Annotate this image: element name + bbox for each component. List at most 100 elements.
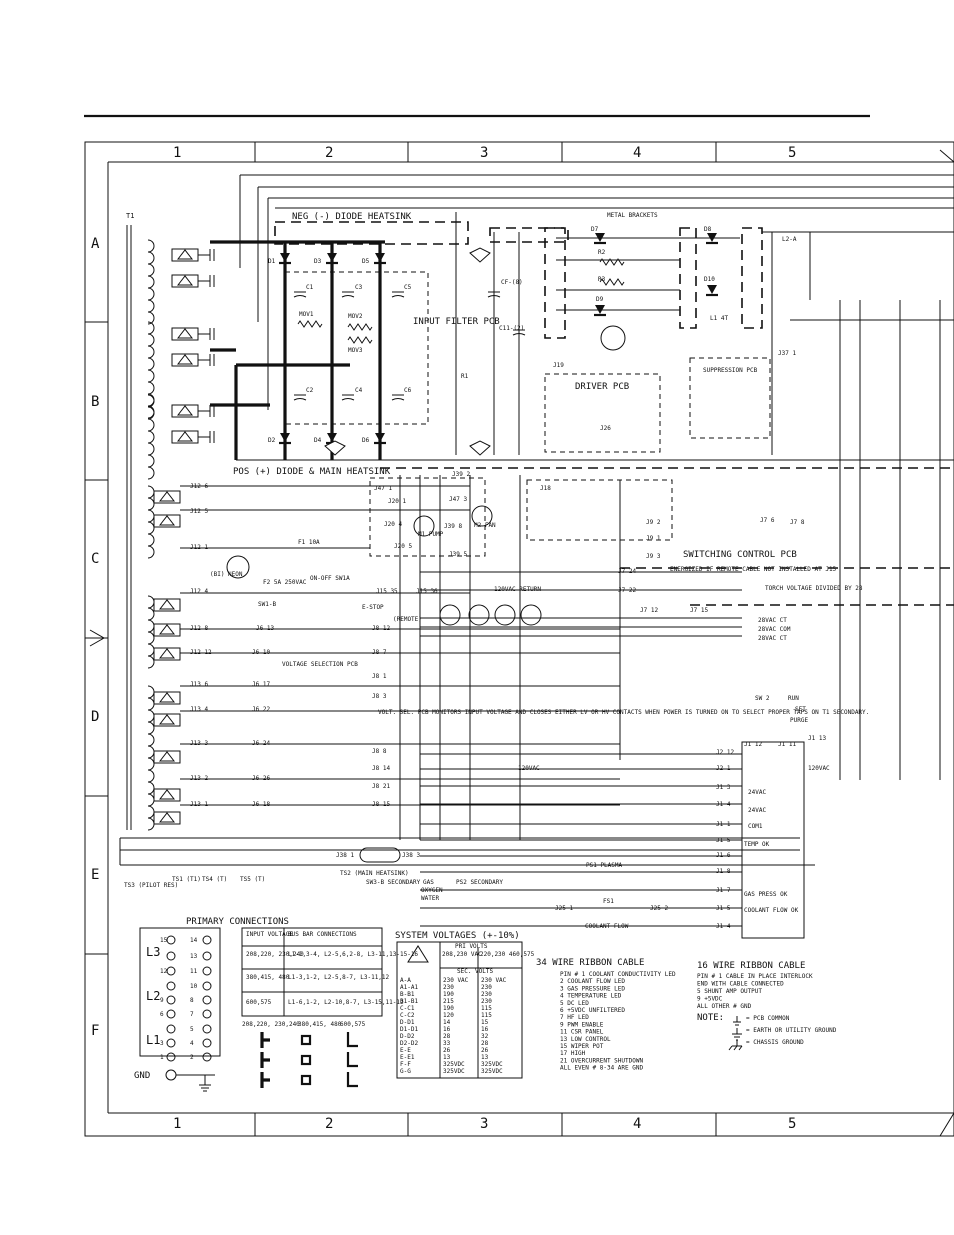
j13-3-label: J13 3 (190, 740, 208, 747)
sysv-cell: F-F (400, 1061, 411, 1068)
j12-5-label: J12 5 (190, 508, 208, 515)
tap-triangle-icon (176, 249, 194, 260)
sysv-cell: 13 (481, 1054, 489, 1061)
tap-triangle-icon (176, 354, 194, 365)
primary-title: PRIMARY CONNECTIONS (186, 917, 289, 927)
terminal-icon (166, 951, 176, 961)
j1-3-label: J1 3 (716, 784, 731, 791)
drawing-frame (84, 141, 954, 1137)
resistor-icon (599, 278, 625, 286)
j9-2-label: J9 2 (646, 519, 661, 526)
cm-label: C11-(2) (499, 325, 524, 332)
sw3-label: SW3-B SECONDARY (366, 879, 421, 886)
d2-label: D2 (268, 437, 276, 444)
tap-triangle-icon (176, 405, 194, 416)
j1-8-label: J1 8 (716, 868, 731, 875)
tap-triangle-icon (158, 515, 176, 526)
j8-15-label: J8 15 (372, 801, 390, 808)
j8-14-label: J8 14 (372, 765, 390, 772)
j13-2-label: J13 2 (190, 775, 208, 782)
sysv-cell: G-G (400, 1068, 411, 1075)
row-label: B (91, 394, 99, 410)
diode-icon (280, 433, 290, 442)
mc2-coil-icon (468, 604, 490, 626)
l2-label: L2 (146, 989, 160, 1003)
ribbon34-item: 4 TEMPERATURE LED (560, 993, 622, 1000)
terminal-icon (202, 966, 212, 976)
j1-5b-label: J1 5 (716, 905, 731, 912)
diode-bracket (741, 227, 763, 329)
sysv-cell: 230 (481, 998, 492, 1005)
col-label-top: 4 (633, 145, 641, 161)
ps2-label: PS2 SECONDARY (456, 879, 503, 886)
row-label: D (91, 709, 99, 725)
note-item: = PCB COMMON (746, 1015, 790, 1022)
busbar-icon (346, 1072, 358, 1088)
j8-8-label: J8 8 (372, 748, 387, 755)
d6-label: D6 (362, 437, 370, 444)
j12-8-label: J12 8 (190, 625, 208, 632)
diode-icon (327, 253, 337, 262)
ribbon34-item: 2 COOLANT FLOW LED (560, 978, 625, 985)
run-label: RUN (788, 695, 799, 702)
note-item: = EARTH OR UTILITY GROUND (746, 1027, 837, 1034)
cap-plate (341, 295, 355, 298)
terminal-icon (166, 981, 176, 991)
ribbon34-item: PIN # 1 COOLANT CONDUCTIVITY LED (560, 971, 676, 978)
j13-6-label: J13 6 (190, 681, 208, 688)
col-label-bottom: 4 (633, 1116, 641, 1132)
terminal-icon (166, 1024, 176, 1034)
j12-1-label: J12 1 (190, 544, 208, 551)
vac24-label: 24VAC (748, 789, 766, 796)
remote-label: (REMOTE) (393, 616, 422, 623)
delta-icon (407, 945, 429, 963)
sysv-cell: B-B1 (400, 991, 415, 998)
gas-ok-label: GAS PRESS OK (744, 891, 788, 898)
j19-label: J19 (553, 362, 564, 369)
transformer-taps (119, 485, 815, 866)
j20-1-label: J20 1 (388, 498, 406, 505)
suppression-pcb-box (689, 357, 771, 439)
j8-12-label: J8 12 (372, 625, 390, 632)
sysv-col: 220,230 460,575 (480, 951, 535, 958)
temp-ok-label: TEMP OK (744, 841, 770, 848)
secondary-winding (147, 485, 155, 559)
table-cell: L1-3,1-2, L2-5,8-7, L3-11,12 (288, 974, 390, 981)
j7-6-label: J7 6 (760, 517, 775, 524)
j12-4-label: J12 4 (190, 588, 208, 595)
terminal-number: 2 (190, 1054, 194, 1061)
note-item: = CHASSIS GROUND (746, 1039, 804, 1046)
r3-label: R3 (598, 276, 606, 283)
table-cell: 208,220, 230,240 (246, 951, 304, 958)
ct28b-label: 28VAC CT (758, 635, 787, 642)
cap-plate (391, 398, 405, 401)
r1-label: R1 (461, 373, 469, 380)
terminal-icon (202, 1024, 212, 1034)
j6-10-label: J6 10 (252, 649, 270, 656)
busbar-table (241, 927, 383, 1017)
corner-mark (939, 1112, 954, 1137)
sysv-cell: 32 (481, 1033, 489, 1040)
j8-1-label: J8 1 (372, 673, 387, 680)
j1-13-label: J1 13 (808, 735, 826, 742)
d3-label: D3 (314, 258, 322, 265)
torch-voltage-note: TORCH VOLTAGE DIVIDED BY 28 (765, 585, 863, 592)
d1-label: D1 (268, 258, 276, 265)
col-label-top: 2 (325, 145, 333, 161)
ps1-label: PS1 PLASMA (586, 862, 623, 869)
metal-brackets-label: METAL BRACKETS (607, 212, 658, 219)
ribbon34-item: 7 HF LED (560, 1014, 589, 1021)
voltage-markers (153, 248, 215, 825)
l1-label: L1 4T (710, 315, 728, 322)
d4-label: D4 (314, 437, 322, 444)
diode-icon (280, 253, 290, 262)
terminal-number: 5 (190, 1026, 194, 1033)
busbar-icon (260, 1032, 270, 1048)
sysv-cell: 16 (481, 1026, 489, 1033)
sysv-cell: 14 (443, 1019, 451, 1026)
terminal-number: 8 (190, 997, 194, 1004)
voltage-selection-label: VOLTAGE SELECTION PCB (282, 661, 358, 668)
